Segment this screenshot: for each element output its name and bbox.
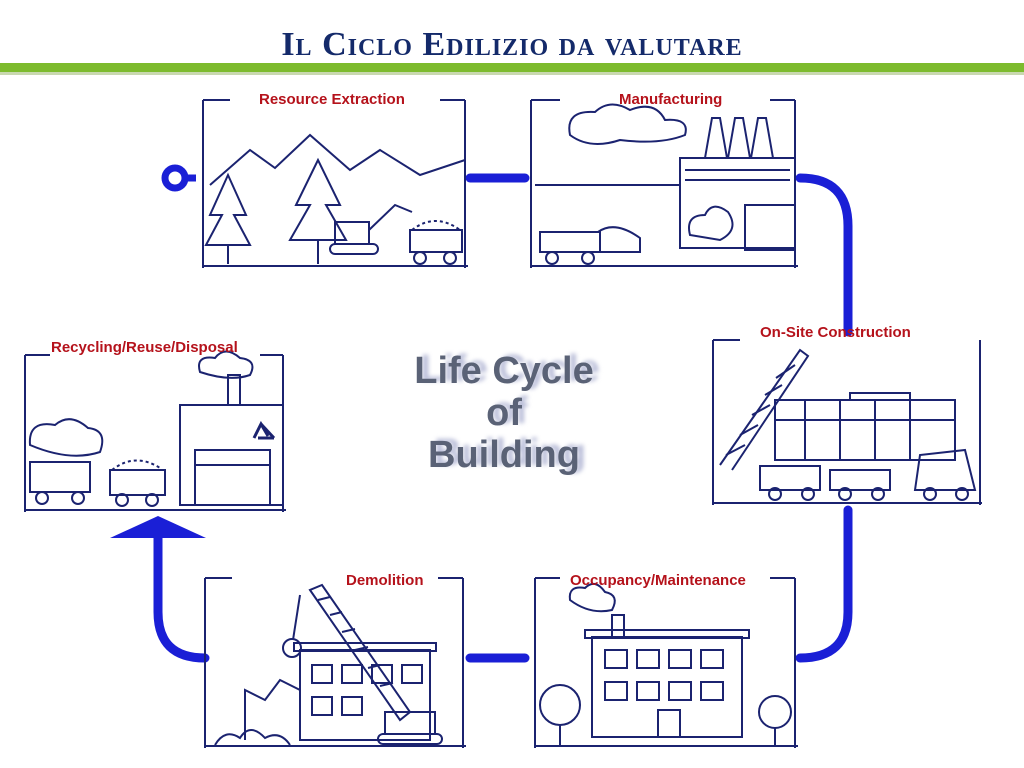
connector-construction-to-occupancy	[795, 505, 853, 663]
rubble	[214, 729, 291, 746]
construction-trucks	[759, 448, 977, 501]
excavator	[329, 203, 413, 255]
pine-tree	[288, 157, 348, 264]
arrowhead-recycling	[110, 516, 206, 538]
panel-demolition	[204, 577, 466, 748]
label-occupancy-maintenance: Occupancy/Maintenance	[570, 572, 746, 589]
center-title-block: Life Cycle of Building Life Cycle of Bui…	[360, 330, 650, 520]
slide-title: Il Ciclo Edilizio da valutare	[281, 26, 743, 63]
title-underline-green	[0, 63, 1024, 72]
connector-demolition-to-recycling	[153, 533, 210, 663]
tower-crane	[719, 348, 810, 471]
dust-cloud	[28, 418, 104, 457]
panel-on-site-construction	[712, 339, 982, 505]
loaded-truck	[539, 226, 641, 265]
center-title-shadow-line1: Life Cycle	[420, 348, 600, 390]
panel-recycling	[24, 350, 286, 512]
wrecking-ball	[282, 638, 302, 658]
center-title-shadow: Life Cycle of Building	[390, 348, 630, 474]
demolished-building	[244, 642, 437, 741]
pine-tree	[204, 172, 252, 264]
chimney-smoke	[568, 582, 616, 613]
garbage-trucks	[29, 459, 166, 507]
recycle-icon	[252, 420, 276, 440]
recycling-center	[179, 404, 284, 506]
label-resource-extraction: Resource Extraction	[259, 91, 405, 108]
label-manufacturing: Manufacturing	[619, 91, 723, 108]
smoke-cloud	[198, 350, 254, 379]
cycle-connectors	[153, 173, 853, 663]
center-title-line1: Life Cycle	[414, 350, 594, 392]
smoke-cloud	[568, 103, 687, 145]
crawler-crane	[282, 583, 443, 745]
trees	[539, 684, 792, 745]
center-title-shadow-line2: of	[492, 390, 528, 432]
factory-building	[679, 157, 796, 249]
label-recycling-reuse-disposal: Recycling/Reuse/Disposal	[51, 339, 238, 356]
office-building	[584, 629, 750, 738]
center-title-line2: of	[486, 392, 522, 434]
panel-manufacturing	[530, 99, 798, 268]
cycle-start-marker	[161, 164, 196, 192]
center-title: Life Cycle of Building	[384, 350, 624, 476]
center-title-line3: Building	[428, 434, 580, 476]
label-demolition: Demolition	[346, 572, 424, 589]
label-on-site-construction: On-Site Construction	[760, 324, 911, 341]
connector-manufacturing-to-construction	[795, 173, 853, 337]
smokestacks	[704, 117, 774, 159]
center-title-shadow-line3: Building	[434, 432, 586, 474]
exhaust-smoke	[688, 205, 734, 242]
dump-truck	[409, 220, 463, 265]
building-frame	[774, 392, 956, 461]
title-underline-shadow	[0, 72, 1024, 75]
panel-occupancy-maintenance	[534, 577, 798, 748]
panel-resource-extraction	[202, 99, 468, 268]
